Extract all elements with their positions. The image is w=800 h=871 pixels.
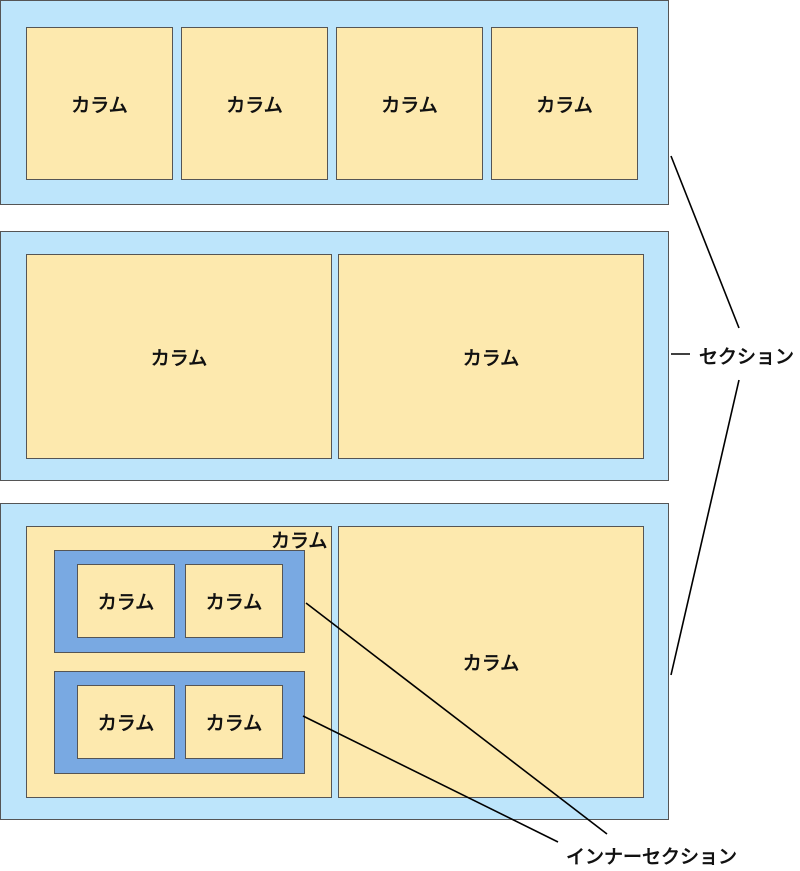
column-label: カラム (97, 591, 155, 614)
column-3-1: カラム カラム カラム カラム (26, 526, 332, 798)
inner-section-callout-line-2 (302, 715, 559, 843)
column-label: カラム (205, 712, 263, 735)
column-1-2: カラム (181, 27, 328, 180)
inner-column-2-2: カラム (185, 685, 283, 759)
column-label: カラム (536, 94, 593, 116)
inner-section-callout-line-1 (305, 602, 608, 835)
column-1-3: カラム (336, 27, 483, 180)
inner-column-2-1: カラム (77, 685, 175, 759)
column-1-1: カラム (26, 27, 173, 180)
column-2-1: カラム (26, 254, 332, 459)
section-3: カラム カラム カラム カラム カラム (0, 503, 669, 820)
inner-column-1-1: カラム (77, 564, 175, 638)
section-callout-line-bottom (670, 379, 740, 676)
column-label: カラム (97, 712, 155, 735)
inner-section-2: カラム カラム (54, 671, 305, 774)
inner-section-callout-label: インナーセクション (566, 846, 738, 868)
column-label: カラム (381, 94, 438, 116)
column-label: カラム (462, 347, 520, 369)
column-label: カラム (462, 652, 520, 675)
inner-section-1: カラム カラム (54, 550, 305, 653)
column-1-4: カラム (491, 27, 638, 180)
column-3-2: カラム (338, 526, 644, 798)
outer-column-label: カラム (271, 530, 328, 552)
column-2-2: カラム (338, 254, 644, 459)
column-label: カラム (150, 347, 208, 369)
section-callout-label: セクション (699, 346, 795, 368)
column-label: カラム (71, 94, 128, 116)
column-label: カラム (226, 94, 283, 116)
section-1: カラム カラム カラム カラム (0, 0, 669, 205)
inner-column-1-2: カラム (185, 564, 283, 638)
section-2: カラム カラム (0, 231, 669, 481)
column-label: カラム (205, 591, 263, 614)
section-callout-line-top (670, 155, 740, 329)
